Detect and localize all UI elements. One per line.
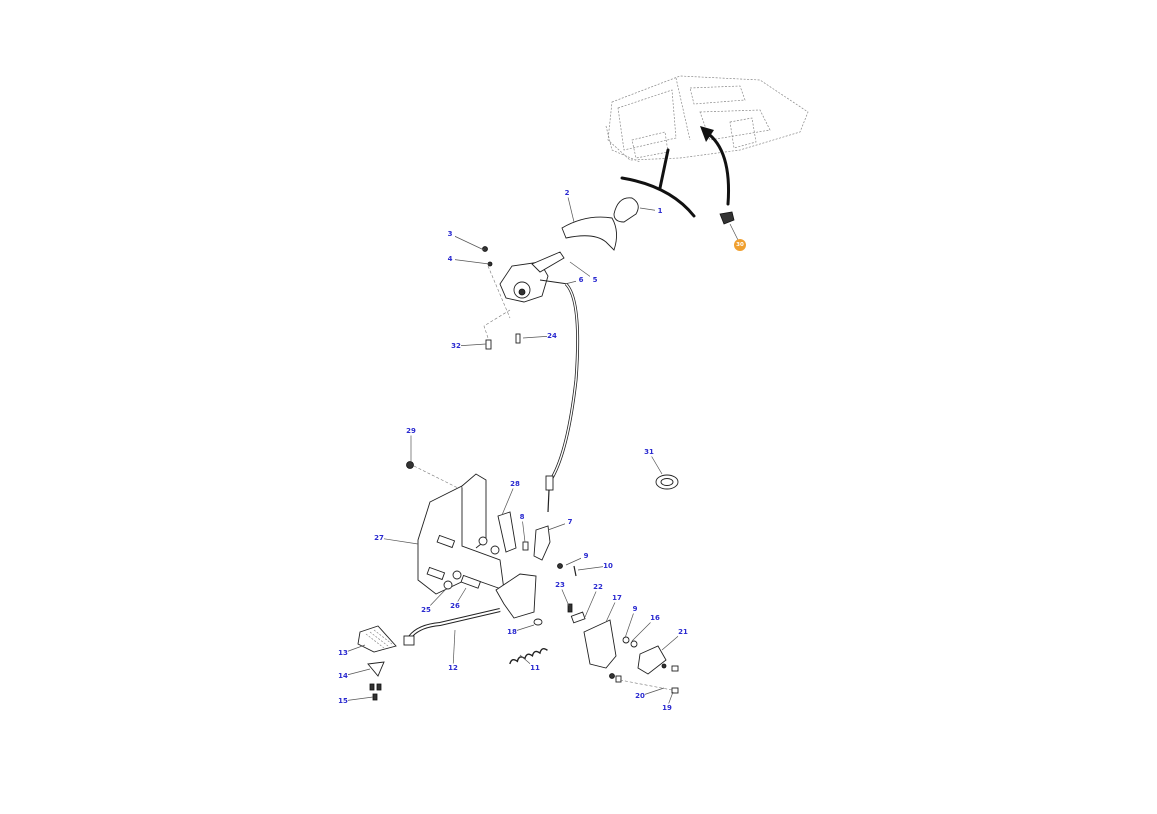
callout-label-28[interactable]: 28 xyxy=(510,480,520,488)
callout-label-22[interactable]: 22 xyxy=(593,583,603,591)
callout-bg-28 xyxy=(510,479,520,489)
callout-label-25[interactable]: 25 xyxy=(421,606,431,614)
callout-label-21[interactable]: 21 xyxy=(678,628,688,636)
callout-label-7[interactable]: 7 xyxy=(568,518,573,526)
part-ring xyxy=(655,474,679,490)
callout-label-3[interactable]: 3 xyxy=(448,230,453,238)
leader-line-27 xyxy=(378,537,419,545)
callout-bg-3 xyxy=(445,229,455,239)
leader-line-22 xyxy=(584,586,599,618)
callout-label-29[interactable]: 29 xyxy=(406,427,416,435)
highlight-callout-30: 30 xyxy=(734,239,746,251)
callout-label-14[interactable]: 14 xyxy=(338,672,348,680)
callout-label-8[interactable]: 8 xyxy=(520,513,525,521)
callout-bg-24 xyxy=(547,331,557,341)
callout-label-11[interactable]: 11 xyxy=(530,664,540,672)
leader-line-12 xyxy=(452,629,456,669)
callout-label-15[interactable]: 15 xyxy=(338,697,348,705)
callout-bg-32 xyxy=(451,341,461,351)
part-lever-cover xyxy=(561,216,617,251)
highlight-badge xyxy=(734,239,746,251)
callout-bg-27 xyxy=(374,533,384,543)
callout-bg-4 xyxy=(445,254,455,264)
callout-bg-18 xyxy=(507,627,517,637)
callout-bg-9 xyxy=(581,551,591,561)
highlight-label: 30 xyxy=(736,242,744,248)
leader-line-28 xyxy=(501,483,516,516)
callout-label-19[interactable]: 19 xyxy=(662,704,672,712)
callout-label-1[interactable]: 1 xyxy=(658,207,663,215)
part-knob xyxy=(613,197,639,223)
callout-bg-21 xyxy=(678,627,688,637)
callout-bg-7 xyxy=(565,517,575,527)
part-pedal-pad xyxy=(357,625,397,701)
part-spring xyxy=(509,618,548,665)
part-pedal-arm xyxy=(403,573,537,646)
callout-label-20[interactable]: 20 xyxy=(635,692,645,700)
callout-bg-1 xyxy=(655,206,665,216)
callout-bg-25 xyxy=(421,605,431,615)
callout-label-9[interactable]: 9 xyxy=(633,605,638,613)
callout-label-17[interactable]: 17 xyxy=(612,594,622,602)
part-rod-28 xyxy=(497,511,529,553)
assembly-arrows xyxy=(620,126,730,218)
callout-label-5[interactable]: 5 xyxy=(593,276,598,284)
callout-bg-8 xyxy=(517,512,527,522)
callout-label-13[interactable]: 13 xyxy=(338,649,348,657)
callout-label-18[interactable]: 18 xyxy=(507,628,517,636)
callout-bg-13 xyxy=(338,648,348,658)
callout-label-16[interactable]: 16 xyxy=(650,614,660,622)
callout-label-6[interactable]: 6 xyxy=(579,276,584,284)
callout-label-31[interactable]: 31 xyxy=(644,448,654,456)
callout-label-12[interactable]: 12 xyxy=(448,664,458,672)
part-screw-highlight xyxy=(719,211,739,241)
callout-bg-17 xyxy=(612,593,622,603)
callout-label-26[interactable]: 26 xyxy=(450,602,460,610)
leader-line-3 xyxy=(449,233,485,251)
part-cable xyxy=(545,282,580,513)
callout-bg-15 xyxy=(338,696,348,706)
callout-bg-11 xyxy=(530,663,540,673)
leader-line-9 xyxy=(624,608,636,639)
callout-bg-23 xyxy=(555,580,565,590)
callout-label-27[interactable]: 27 xyxy=(374,534,384,542)
callout-bg-5 xyxy=(590,275,600,285)
callout-bg-6 xyxy=(576,275,586,285)
callout-bg-29 xyxy=(406,426,416,436)
callout-bg-20 xyxy=(635,691,645,701)
part-bracket-plate xyxy=(417,473,505,595)
callout-label-32[interactable]: 32 xyxy=(451,342,461,350)
part-throttle-control xyxy=(482,246,569,350)
chassis-outline xyxy=(605,75,809,163)
callout-bg-9 xyxy=(630,604,640,614)
callout-label-2[interactable]: 2 xyxy=(565,189,570,197)
callout-label-10[interactable]: 10 xyxy=(603,562,613,570)
callout-label-4[interactable]: 4 xyxy=(448,255,453,263)
part-plate-assembly xyxy=(567,603,679,694)
callout-bg-19 xyxy=(662,703,672,713)
callout-bg-14 xyxy=(338,671,348,681)
callout-bg-16 xyxy=(650,613,660,623)
callout-bg-26 xyxy=(450,601,460,611)
leader-line-2 xyxy=(566,192,575,223)
callout-bg-2 xyxy=(562,188,572,198)
callout-label-9[interactable]: 9 xyxy=(584,552,589,560)
callout-group: 1234567899101112131415161718192021222324… xyxy=(338,188,688,713)
callout-label-24[interactable]: 24 xyxy=(547,332,557,340)
leader-line-4 xyxy=(449,258,490,265)
callout-bg-31 xyxy=(644,447,654,457)
part-link-lever xyxy=(533,525,577,577)
callout-bg-22 xyxy=(593,582,603,592)
callout-bg-10 xyxy=(603,561,613,571)
callout-bg-12 xyxy=(448,663,458,673)
callout-label-23[interactable]: 23 xyxy=(555,581,565,589)
